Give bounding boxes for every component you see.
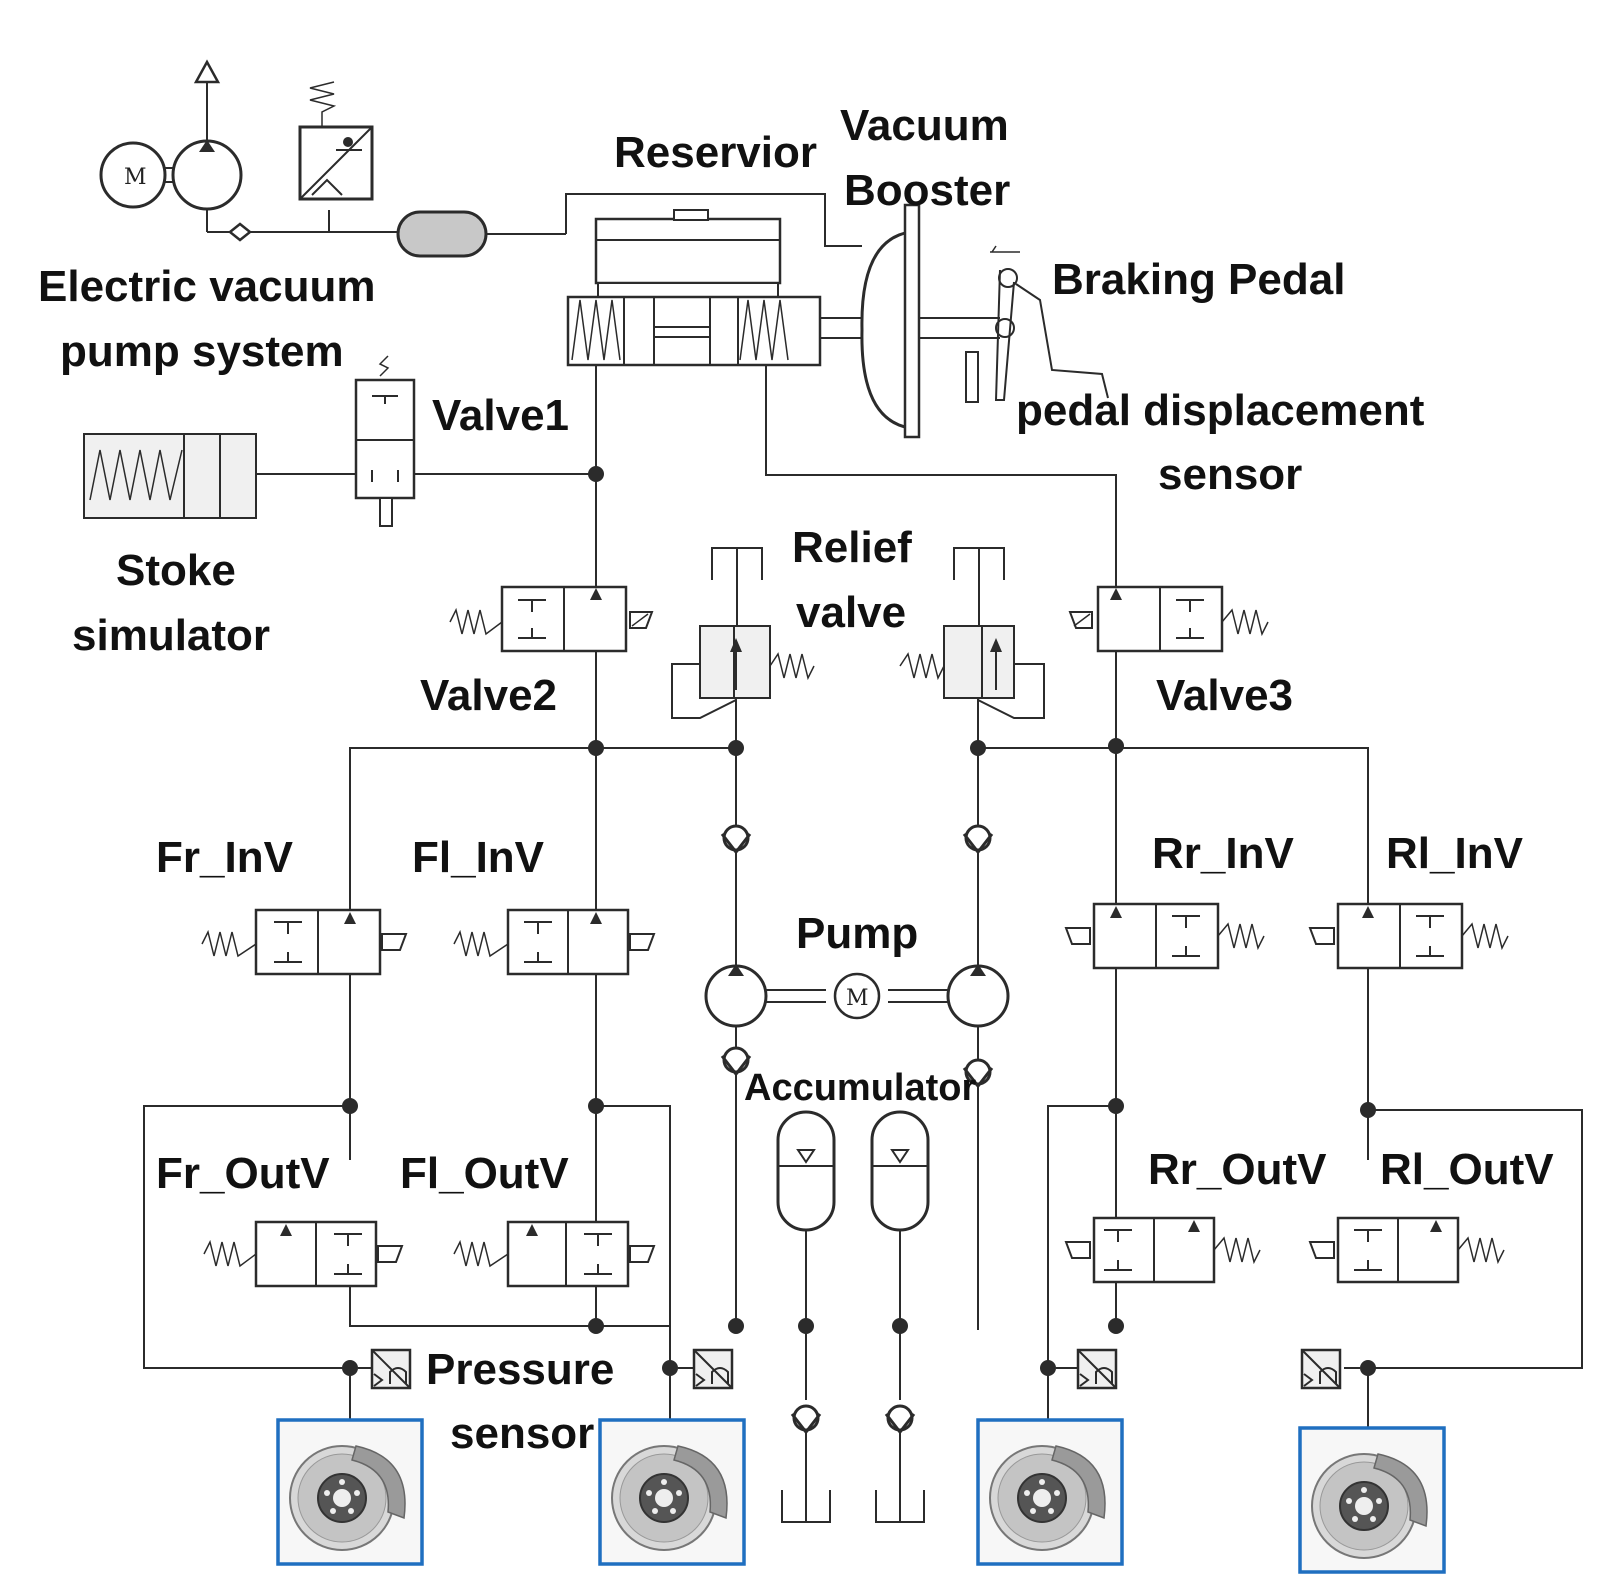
vacuum-pump-motor-icon: M [99, 59, 398, 242]
line-rl-feedback [1368, 1109, 1583, 1369]
accumulator-icon [776, 1110, 930, 1400]
fr-inv-solenoid-valve-icon [201, 908, 408, 976]
line-rear-bus [978, 747, 1369, 1160]
junction [588, 466, 604, 482]
junction [1108, 1318, 1124, 1334]
label-rl-inv: Rl_InV [1386, 829, 1524, 878]
label-braking-pedal: Braking Pedal [1052, 255, 1345, 304]
label-valve3: Valve3 [1156, 671, 1293, 720]
rl-outv-solenoid-valve-icon [1308, 1216, 1505, 1284]
junction [1108, 738, 1124, 754]
pressure-sensor-icon [1076, 1348, 1118, 1390]
line-return-bus [349, 1286, 670, 1327]
label-relief-valve: Relief valve [792, 523, 924, 637]
check-valve-icon [884, 1404, 916, 1434]
brake-fl-icon [598, 1418, 746, 1566]
label-electric-vacuum-pump: Electric vacuum pump system [38, 262, 388, 376]
rr-outv-solenoid-valve-icon [1064, 1216, 1261, 1284]
junction [588, 1318, 604, 1334]
label-fr-inv: Fr_InV [156, 833, 294, 882]
tank-icon [875, 1489, 925, 1523]
label-fl-outv: Fl_OutV [400, 1149, 569, 1198]
fl-outv-solenoid-valve-icon [453, 1220, 656, 1288]
master-cylinder-icon [566, 209, 1117, 742]
hydraulic-pump-icon: M [704, 964, 1010, 1028]
check-valve-icon [790, 1404, 822, 1434]
line-fl-feedback [596, 1105, 671, 1368]
label-vacuum-booster: Vacuum Booster [840, 101, 1021, 215]
label-rr-inv: Rr_InV [1152, 829, 1294, 878]
fl-inv-solenoid-valve-icon [453, 908, 656, 976]
motor-symbol: M [124, 165, 147, 190]
rr-inv-solenoid-valve-icon [1064, 902, 1265, 970]
valve1-solenoid-valve-icon [255, 355, 596, 527]
line-fr-feedback [143, 1105, 350, 1369]
line-rr-feedback [1047, 1105, 1116, 1368]
vacuum-tank-icon [396, 193, 862, 258]
tank-icon [781, 1489, 831, 1523]
check-valve-icon [962, 824, 994, 854]
brake-rr-icon [976, 1418, 1124, 1566]
label-fl-inv: Fl_InV [412, 833, 545, 882]
pressure-sensor-icon [692, 1348, 734, 1390]
stroke-simulator-icon [83, 433, 257, 519]
junction [892, 1318, 908, 1334]
rl-inv-solenoid-valve-icon [1308, 902, 1509, 970]
junction [798, 1318, 814, 1334]
valve2-solenoid-valve-icon [449, 585, 654, 653]
pressure-sensor-icon [1300, 1348, 1342, 1390]
vacuum-booster-icon [860, 203, 1000, 439]
label-rl-outv: Rl_OutV [1380, 1145, 1554, 1194]
brake-pedal-icon [990, 245, 1109, 401]
pump-motor-symbol: M [846, 986, 869, 1011]
check-valve-icon [720, 824, 752, 854]
label-valve2: Valve2 [420, 671, 557, 720]
junction [970, 740, 986, 756]
junction [588, 740, 604, 756]
label-pedal-sensor: pedal displacement sensor [1016, 386, 1437, 499]
junction [728, 740, 744, 756]
brake-fr-icon [276, 1418, 424, 1566]
label-pressure-sensor: Pressure sensor [426, 1345, 627, 1458]
label-reservoir: Reservior [614, 128, 817, 177]
label-fr-outv: Fr_OutV [156, 1149, 330, 1198]
label-stroke-simulator: Stoke simulator [72, 546, 270, 660]
junction [728, 1318, 744, 1334]
label-valve1: Valve1 [432, 391, 569, 440]
fr-outv-solenoid-valve-icon [203, 1220, 404, 1288]
valve3-solenoid-valve-icon [1068, 585, 1269, 653]
label-accumulator: Accumulator [744, 1067, 976, 1109]
label-pump: Pump [796, 909, 918, 958]
label-rr-outv: Rr_OutV [1148, 1145, 1327, 1194]
line-front-bus [349, 747, 736, 1160]
brake-rl-icon [1298, 1426, 1446, 1574]
pressure-sensor-icon [370, 1348, 412, 1390]
